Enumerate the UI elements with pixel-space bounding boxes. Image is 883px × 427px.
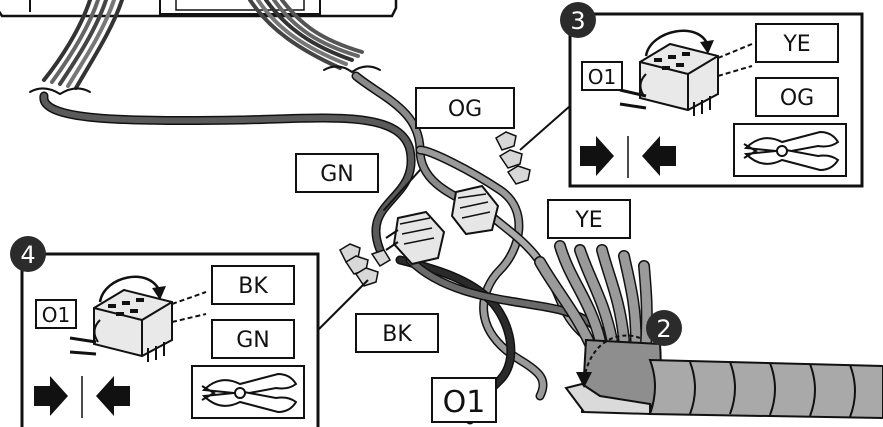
panel-4-marker-o1: O1	[35, 299, 77, 329]
wrapped-sleeve	[564, 334, 883, 420]
device-housing	[0, 0, 398, 18]
panel-3-marker-o1: O1	[581, 61, 623, 91]
svg-text:BK: BK	[238, 274, 268, 299]
label-o1: O1	[431, 377, 497, 423]
push-together-arrows-icon	[34, 376, 130, 418]
crimping-pliers-icon	[733, 123, 847, 177]
crimping-pliers-icon	[191, 365, 305, 419]
instruction-panel-3: 3 O1 YE OG	[560, 2, 864, 188]
wire-fan	[534, 240, 653, 350]
svg-text:2: 2	[656, 315, 671, 343]
step-badge-3: 3	[560, 2, 596, 38]
svg-text:O1: O1	[42, 303, 70, 327]
rotate-arrow-icon	[644, 29, 710, 57]
panel-3-wire-og: OG	[755, 77, 839, 117]
connector-mid-og	[450, 184, 500, 236]
instruction-panel-4: 4 O1 BK GN	[10, 236, 320, 427]
label-bk: BK	[355, 313, 439, 353]
svg-text:O1: O1	[588, 65, 616, 89]
svg-text:BK: BK	[382, 322, 412, 347]
step-badge-4: 4	[10, 236, 46, 272]
label-og: OG	[415, 87, 515, 129]
svg-text:GN: GN	[236, 328, 270, 353]
svg-text:O1: O1	[443, 385, 486, 420]
svg-text:YE: YE	[782, 32, 810, 57]
step-badge-2: 2	[646, 310, 682, 346]
svg-text:4: 4	[20, 241, 35, 269]
svg-text:3: 3	[570, 7, 585, 35]
rotate-arrow-icon	[98, 275, 162, 303]
svg-text:GN: GN	[320, 162, 354, 187]
svg-text:OG: OG	[780, 86, 814, 111]
wire-ends-top	[495, 131, 531, 185]
svg-text:YE: YE	[574, 208, 602, 233]
cable-bundle	[29, 0, 381, 96]
panel-4-wire-gn: GN	[211, 319, 295, 359]
push-together-arrows-icon	[580, 136, 676, 178]
svg-text:OG: OG	[448, 97, 482, 122]
label-gn: GN	[295, 153, 379, 193]
panel-4-wire-bk: BK	[211, 265, 295, 305]
label-ye: YE	[547, 199, 631, 239]
callout-leader-3	[519, 105, 571, 151]
connector-mid-gn	[385, 210, 446, 266]
callout-leader-4	[317, 279, 369, 331]
panel-3-wire-ye: YE	[755, 23, 839, 63]
wire-ends-left	[339, 243, 392, 287]
